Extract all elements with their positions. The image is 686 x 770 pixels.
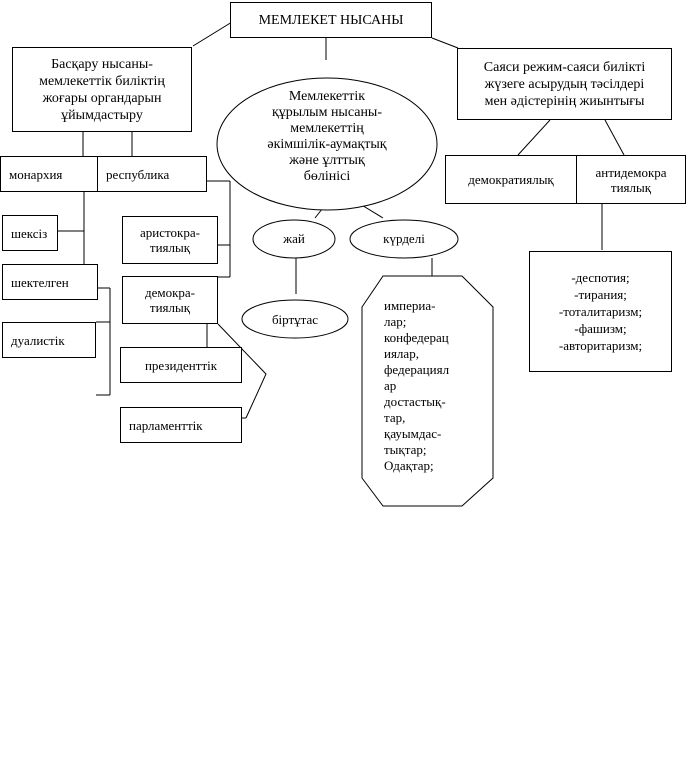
republic-box: республика — [97, 156, 207, 192]
structure-ellipse — [216, 77, 438, 211]
unlimited-box: шексіз — [2, 215, 58, 251]
limited-box: шектелген — [2, 264, 98, 300]
monarchy-box: монархия — [0, 156, 98, 192]
connector-regime-democratic — [517, 119, 551, 156]
democratic-box: демократиялық — [445, 155, 577, 204]
aristocracy-box: аристокра- тиялық — [122, 216, 218, 264]
antidemocratic-box: антидемокра тиялық — [576, 155, 686, 204]
connector-regime-antidemocratic — [604, 119, 625, 156]
antidemocratic-list-box: -деспотия; -тирания; -тоталитаризм; -фаш… — [529, 251, 672, 372]
connector-democracy-parliamentary — [217, 323, 267, 419]
governance-form-box: Басқару нысаны- мемлекеттік биліктің жоғ… — [12, 47, 192, 132]
complex-ellipse — [349, 219, 459, 259]
diagram-title: МЕМЛЕКЕТ НЫСАНЫ — [230, 2, 432, 38]
democracy-box: демокра- тиялық — [122, 276, 218, 324]
unitary-label: біртұтас — [271, 312, 319, 327]
complex-forms-list: империа- лар; конфедерац иялар, федераци… — [384, 298, 450, 473]
unitary-ellipse — [241, 299, 349, 339]
connector-title-governance — [192, 21, 233, 47]
simple-label: жай — [283, 231, 305, 246]
complex-label: күрделі — [383, 231, 425, 246]
simple-ellipse — [252, 219, 336, 259]
dualistic-box: дуалистік — [2, 322, 96, 358]
complex-list-octagon — [361, 275, 494, 507]
parliamentary-box: парламенттік — [120, 407, 242, 443]
connector-title-regime — [431, 37, 459, 49]
presidential-box: президенттік — [120, 347, 242, 383]
structure-form-label: Мемлекеттік құрылым нысаны- мемлекеттің … — [267, 89, 387, 184]
political-regime-box: Саяси режим-саяси билікті жүзеге асыруды… — [457, 48, 672, 120]
